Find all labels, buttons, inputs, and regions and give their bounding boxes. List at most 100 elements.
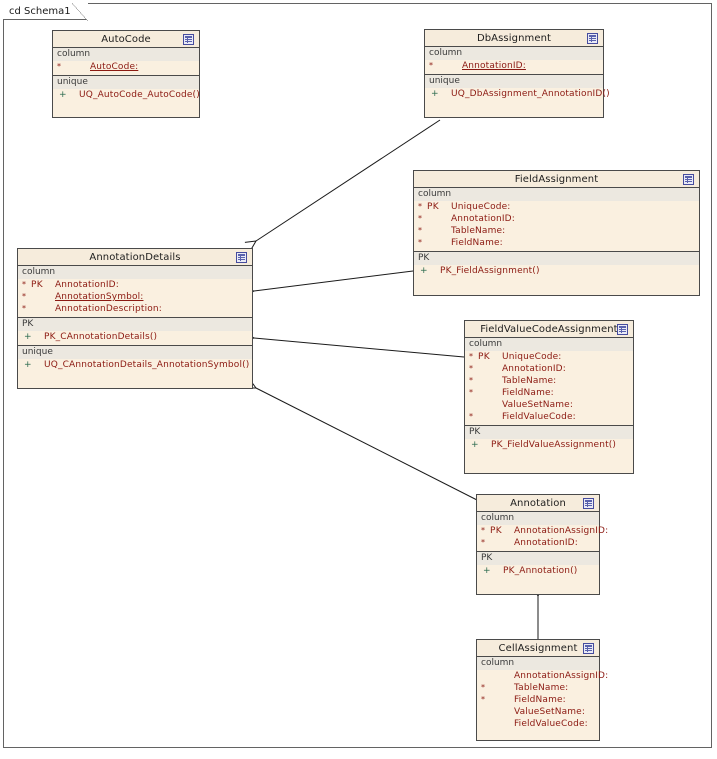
visibility-marker: + — [59, 90, 67, 100]
mandatory-marker: * — [429, 61, 433, 70]
class-title: DbAssignment — [476, 32, 552, 44]
primary-key-marker — [427, 213, 451, 225]
primary-key-marker — [490, 718, 514, 730]
attribute-name: FieldName: — [451, 238, 503, 248]
attribute-row[interactable]: *AnnotationID: — [414, 213, 699, 225]
attribute-name: FieldValueCode: — [502, 412, 576, 422]
class-header-fieldvaluecodeassignment[interactable]: FieldValueCodeAssignment — [465, 321, 633, 338]
class-section: PK+PK_Annotation() — [477, 552, 599, 579]
primary-key-marker — [31, 303, 55, 315]
class-header-fieldassignment[interactable]: FieldAssignment — [414, 171, 699, 188]
primary-key-marker — [31, 291, 55, 303]
class-section: PK+PK_FieldAssignment() — [414, 252, 699, 279]
section-label: column — [425, 47, 603, 60]
attribute-row[interactable]: AnnotationAssignID: — [477, 670, 608, 682]
mandatory-marker — [481, 706, 490, 718]
attribute-name: UniqueCode: — [502, 352, 562, 362]
class-box-dbassignment[interactable]: DbAssignment column*AnnotationID: unique+ U… — [424, 29, 610, 118]
visibility-marker: + — [24, 332, 32, 342]
class-header-autocode[interactable]: AutoCode — [53, 31, 199, 48]
operation-row[interactable]: + UQ_DbAssignment_AnnotationID() — [425, 88, 610, 100]
attribute-row[interactable]: FieldValueCode: — [477, 718, 599, 730]
visibility-marker: + — [471, 440, 479, 450]
attribute-row[interactable]: *TableName: — [477, 682, 599, 694]
primary-key-marker — [438, 60, 462, 72]
class-title: AnnotationDetails — [89, 251, 181, 263]
attribute-row[interactable]: *TableName: — [414, 225, 699, 237]
mandatory-marker: * — [481, 526, 485, 535]
mandatory-marker: * — [22, 280, 26, 289]
operation-name: UQ_DbAssignment_AnnotationID() — [451, 89, 610, 99]
operation-row[interactable]: + UQ_AutoCode_AutoCode() — [53, 89, 200, 101]
mandatory-marker — [481, 670, 490, 682]
mandatory-marker: * — [418, 202, 422, 211]
operation-name: PK_CAnnotationDetails() — [44, 332, 158, 342]
attribute-row[interactable]: * FieldValueCode: — [465, 411, 633, 423]
attribute-name: AnnotationID: — [55, 280, 119, 290]
visibility-marker: + — [431, 89, 439, 99]
attribute-row[interactable]: *FieldName: — [465, 387, 633, 399]
section-label: column — [53, 48, 199, 61]
mandatory-marker: * — [418, 226, 422, 235]
attribute-row[interactable]: *AutoCode: — [53, 61, 199, 73]
class-header-annotation[interactable]: Annotation — [477, 495, 599, 512]
mandatory-marker: * — [57, 62, 61, 71]
operation-row[interactable]: +PK_FieldValueAssignment() — [465, 439, 633, 451]
class-section: column*AutoCode: — [53, 48, 199, 76]
mandatory-marker: * — [469, 412, 473, 421]
attribute-row[interactable]: *AnnotationID: — [465, 363, 633, 375]
table-icon — [236, 252, 247, 263]
primary-key-marker — [478, 363, 502, 375]
attribute-name: AnnotationDescription: — [55, 304, 162, 314]
class-header-cellassignment[interactable]: CellAssignment — [477, 640, 599, 657]
operation-name: UQ_AutoCode_AutoCode() — [79, 90, 200, 100]
section-label: unique — [425, 75, 603, 88]
operation-row[interactable]: +UQ_CAnnotationDetails_AnnotationSymbol(… — [18, 359, 252, 371]
attribute-row[interactable]: ValueSetName: — [465, 399, 633, 411]
operation-row[interactable]: +PK_FieldAssignment() — [414, 265, 699, 277]
attribute-name: TableName: — [514, 683, 569, 693]
table-icon — [183, 34, 194, 45]
primary-key-marker — [490, 694, 514, 706]
mandatory-marker: * — [481, 538, 485, 547]
class-title: Annotation — [510, 497, 566, 509]
class-section: PK+PK_CAnnotationDetails() — [18, 318, 252, 346]
section-label: column — [414, 188, 699, 201]
class-header-annotationdetails[interactable]: AnnotationDetails — [18, 249, 252, 266]
primary-key-marker — [490, 706, 514, 718]
attribute-name: AnnotationAssignID: — [514, 671, 609, 681]
primary-key-marker — [427, 237, 451, 249]
section-label: PK — [465, 426, 633, 439]
operation-name: PK_FieldAssignment() — [440, 266, 540, 276]
class-header-dbassignment[interactable]: DbAssignment — [425, 30, 603, 47]
attribute-row[interactable]: *AnnotationSymbol: — [18, 291, 252, 303]
attribute-row[interactable]: *FieldName: — [477, 694, 599, 706]
attribute-name: ValueSetName: — [502, 400, 574, 410]
mandatory-marker: * — [469, 376, 473, 385]
attribute-row[interactable]: *TableName: — [465, 375, 633, 387]
diagram-frame-label: cd Schema1 — [3, 3, 88, 21]
attribute-row[interactable]: ValueSetName: — [477, 706, 599, 718]
attribute-row[interactable]: * FieldName: — [414, 237, 699, 249]
attribute-row[interactable]: *AnnotationID: — [425, 60, 603, 72]
operation-row[interactable]: +PK_Annotation() — [477, 565, 599, 577]
attribute-row[interactable]: *AnnotationID: — [477, 537, 599, 549]
mandatory-marker: * — [469, 352, 473, 361]
mandatory-marker: * — [418, 238, 422, 247]
class-section: unique+UQ_CAnnotationDetails_AnnotationS… — [18, 346, 252, 373]
attribute-row[interactable]: *AnnotationDescription: — [18, 303, 252, 315]
operation-row[interactable]: + PK_CAnnotationDetails() — [18, 331, 252, 343]
attribute-name: FieldName: — [502, 388, 554, 398]
